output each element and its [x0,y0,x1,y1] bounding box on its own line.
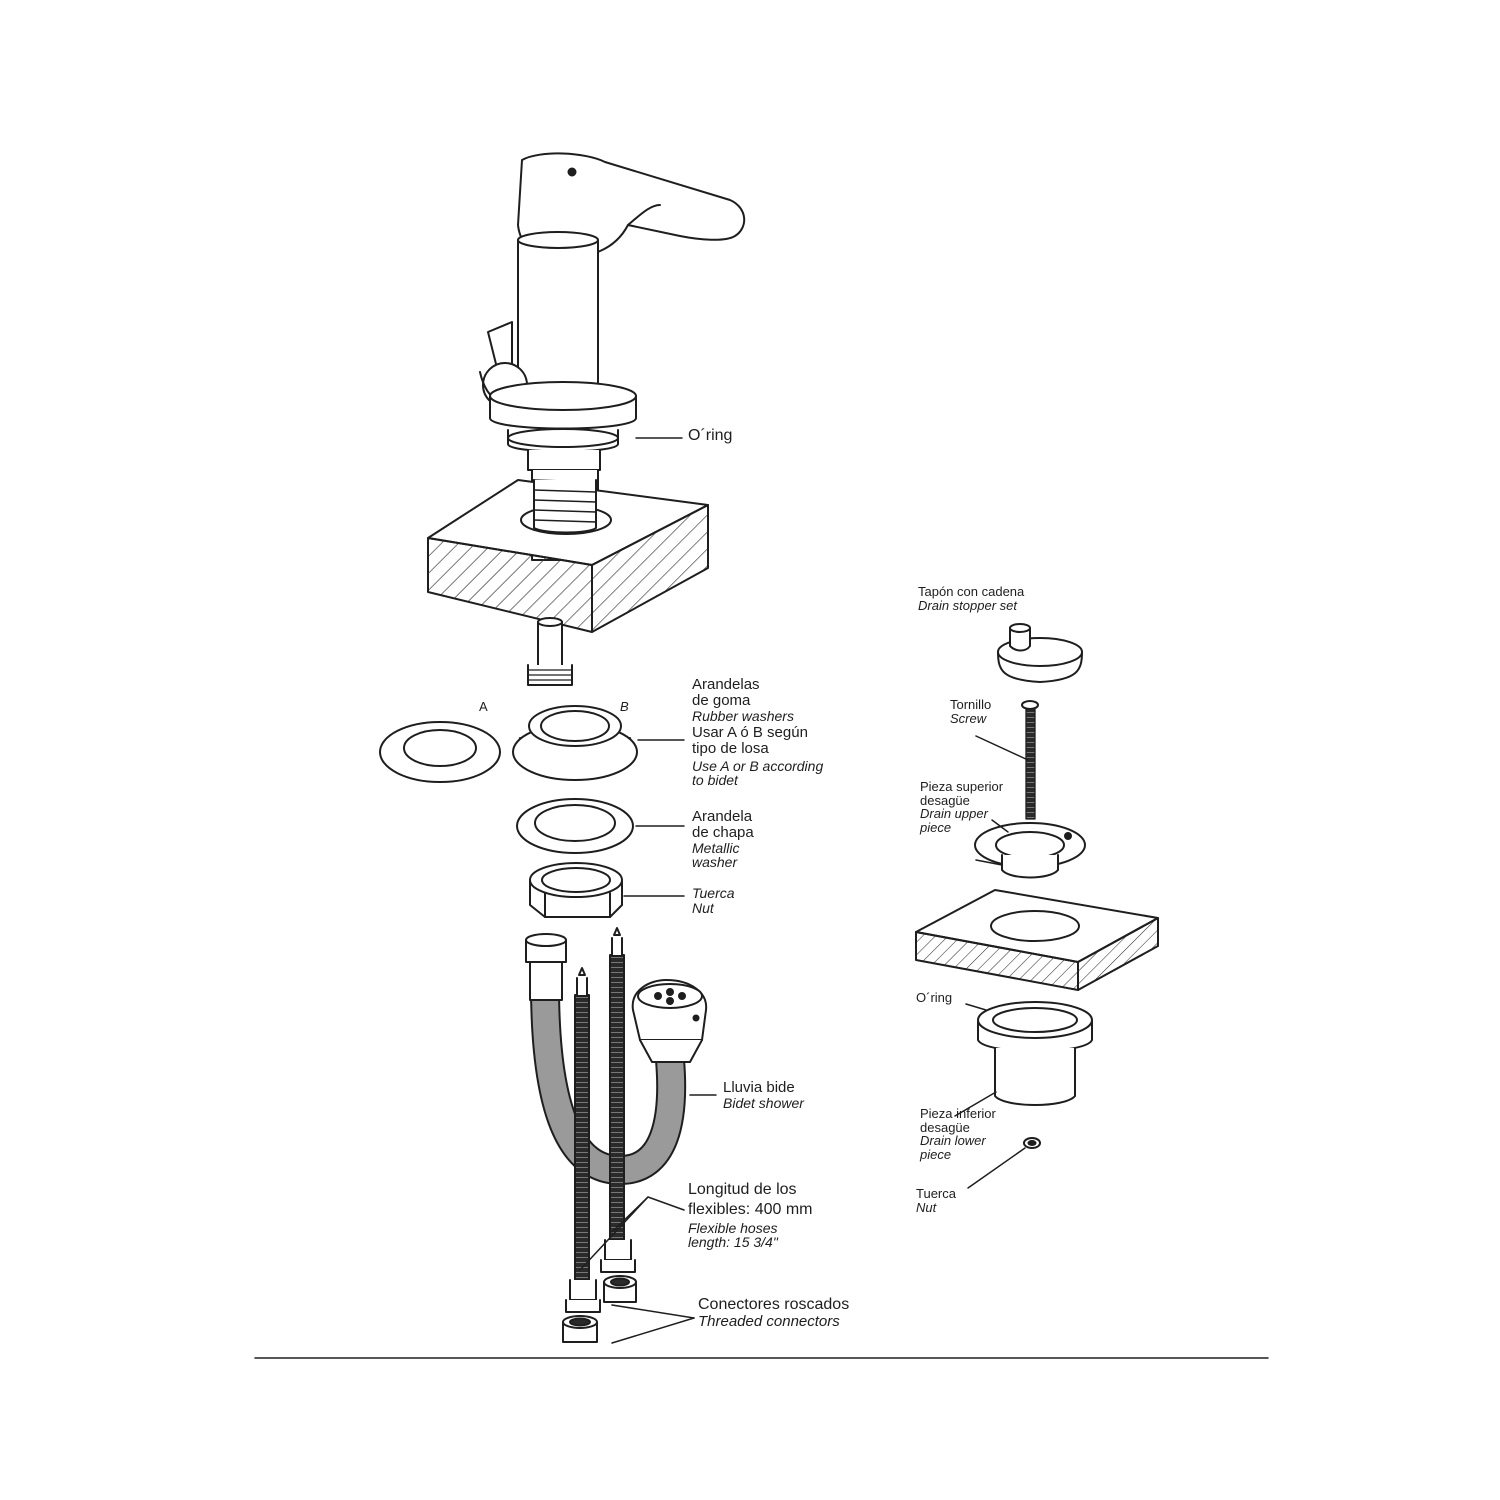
leader-lines [579,437,1029,1344]
hose-length-label: Longitud de los flexibles: 400 mm Flexib… [688,1181,813,1251]
drain-countertop-block [915,889,1159,991]
nut-label: Tuerca Nut [692,885,735,916]
shank-through-hole [533,479,597,534]
drain-upper-piece [974,822,1086,879]
drain-nut [1023,1137,1041,1149]
oring-label: O´ring [688,427,733,444]
threaded-connectors [562,1275,637,1343]
drain-oring-label: O´ring [916,990,953,1005]
rubber-washer-a [379,721,501,783]
screw-label: Tornillo Screw [950,697,992,726]
drain-stopper [997,623,1083,683]
nut [529,862,623,918]
washer-b-label: B [620,699,629,714]
drain-upper-label: Pieza superior desagüe Drain upper piece [920,779,1004,835]
flexible-hose-right [600,927,636,1273]
threaded-connectors-label: Conectores roscados Threaded connectors [698,1296,850,1330]
drain-stopper-label: Tapón con cadena Drain stopper set [918,584,1025,613]
metallic-washer [516,798,634,854]
rubber-washer-b [512,705,638,781]
tail-piece [527,617,573,686]
drain-screw [1021,700,1039,820]
rubber-washers-label: Arandelas de goma Rubber washers Usar A … [692,676,824,789]
bidet-shower-head [631,979,708,1063]
drain-lower-piece [977,1001,1093,1106]
drain-lower-label: Pieza inferior desagüe Drain lower piece [920,1106,996,1162]
washer-a-label: A [479,699,488,714]
drain-nut-label: Tuerca Nut [916,1186,956,1215]
flexible-hose-left [565,967,601,1313]
bidet-shower-label: Lluvia bide Bidet shower [723,1079,804,1111]
metallic-washer-label: Arandela de chapa Metallic washer [692,808,754,871]
